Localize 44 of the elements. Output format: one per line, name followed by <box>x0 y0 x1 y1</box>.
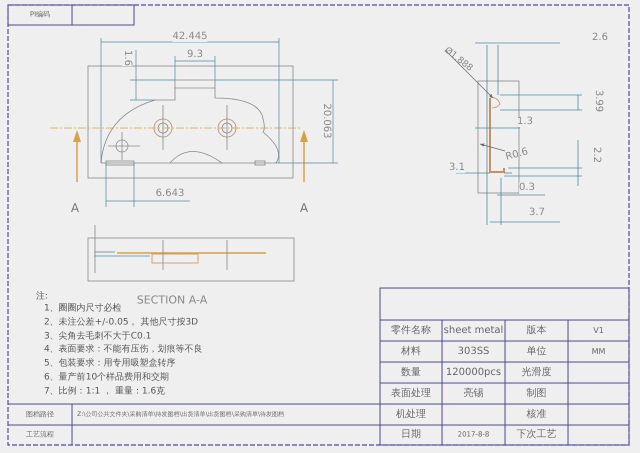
note-text: 6、量产前10个样品费用和交期 <box>44 374 170 382</box>
section-letter: A <box>70 202 80 214</box>
title-block-text: 机处理 <box>396 410 426 420</box>
title-block-text: 日期 <box>401 430 421 440</box>
title-block-text: 亮锡 <box>464 388 484 398</box>
title-block-text: 下次工艺 <box>516 430 556 440</box>
title-block-text: 零件名称 <box>391 326 431 336</box>
dimension-value: 20.063 <box>321 104 331 138</box>
dimension-value: 0.3 <box>519 183 535 193</box>
note-text: 2、未注公差+/-0.05， 其他尺寸按3D <box>44 318 198 328</box>
title-block-text: 303SS <box>458 346 490 356</box>
dimension-value: 42.445 <box>172 32 208 42</box>
leader-line <box>444 50 494 98</box>
title-block-text: MM <box>592 348 606 356</box>
note-text: 4、表面要求：不能有压伤，划痕等不良 <box>44 346 203 355</box>
notes-heading: 注: <box>36 292 48 302</box>
title-block-text: 单位 <box>526 346 546 356</box>
view-title: SECTION A-A <box>136 294 208 306</box>
dimension-value: 1.6 <box>122 50 132 66</box>
note-text: 1、圈圈内尺寸必检 <box>44 304 122 314</box>
title-block-text: V1 <box>593 326 604 334</box>
note-text: 7、比例：1:1 ， 重量：1.6克 <box>44 387 166 396</box>
dimension-value: 3.7 <box>529 208 545 218</box>
title-block-text: 120000pcs <box>446 368 502 378</box>
title-block-text: 数量 <box>401 368 421 378</box>
dimension-value: 2.2 <box>591 147 601 163</box>
dimension-value: 6.643 <box>156 189 184 199</box>
title-block-text: 核准 <box>526 410 546 420</box>
title-block-text: 制图 <box>526 388 546 398</box>
title-block-text: sheet metal <box>444 326 504 336</box>
dimension-value: 1.3 <box>517 117 533 127</box>
title-block-text: 版本 <box>526 326 546 336</box>
dimension-value: 3.99 <box>593 90 603 112</box>
note-text: 5、包装要求：用专用吸塑盒转序 <box>44 360 176 369</box>
dimension-value: 3.1 <box>449 163 465 173</box>
dimension-value: R0.6 <box>504 147 530 163</box>
title-block-text: 光滑度 <box>522 368 552 378</box>
note-text: 3、尖角去毛刺不大于C0.1 <box>44 332 152 342</box>
section-letter: A <box>300 202 308 214</box>
title-block-text: 材料 <box>401 346 421 356</box>
leader-line <box>480 144 506 152</box>
title-block-text: 表面处理 <box>391 388 431 398</box>
dimension-value: 9.3 <box>187 50 203 60</box>
dimension-value: 2.6 <box>592 33 608 43</box>
